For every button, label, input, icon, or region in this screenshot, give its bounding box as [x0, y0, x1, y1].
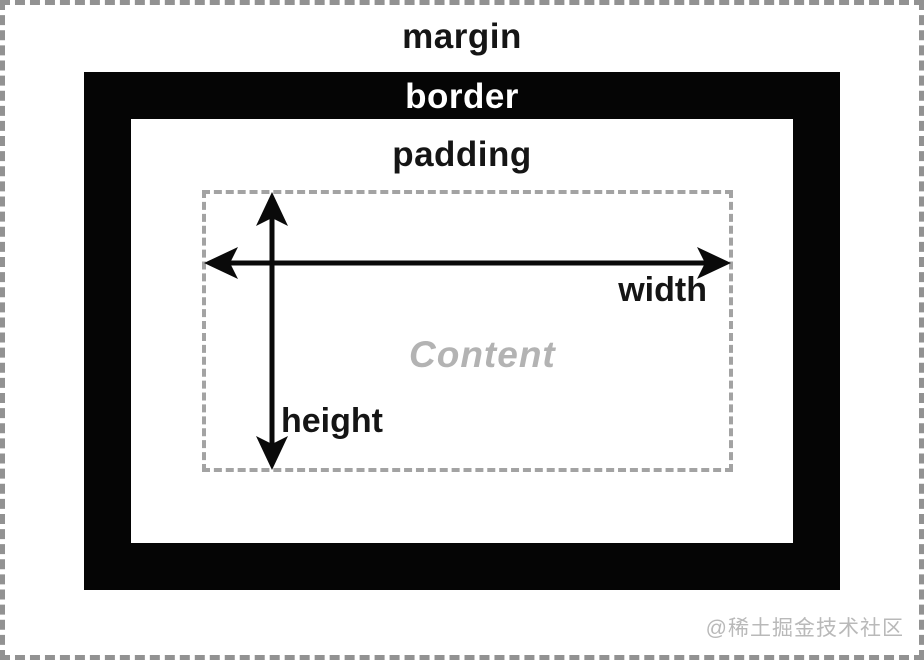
- border-box: border padding: [84, 72, 840, 590]
- padding-box: padding: [131, 119, 793, 543]
- watermark: @稀土掘金技术社区: [705, 617, 904, 640]
- content-box: [202, 190, 733, 472]
- width-label: width: [618, 271, 707, 309]
- height-label: height: [281, 402, 383, 440]
- margin-label: margin: [402, 17, 522, 56]
- padding-label: padding: [392, 135, 532, 174]
- border-label: border: [405, 77, 519, 116]
- content-label: Content: [409, 334, 556, 375]
